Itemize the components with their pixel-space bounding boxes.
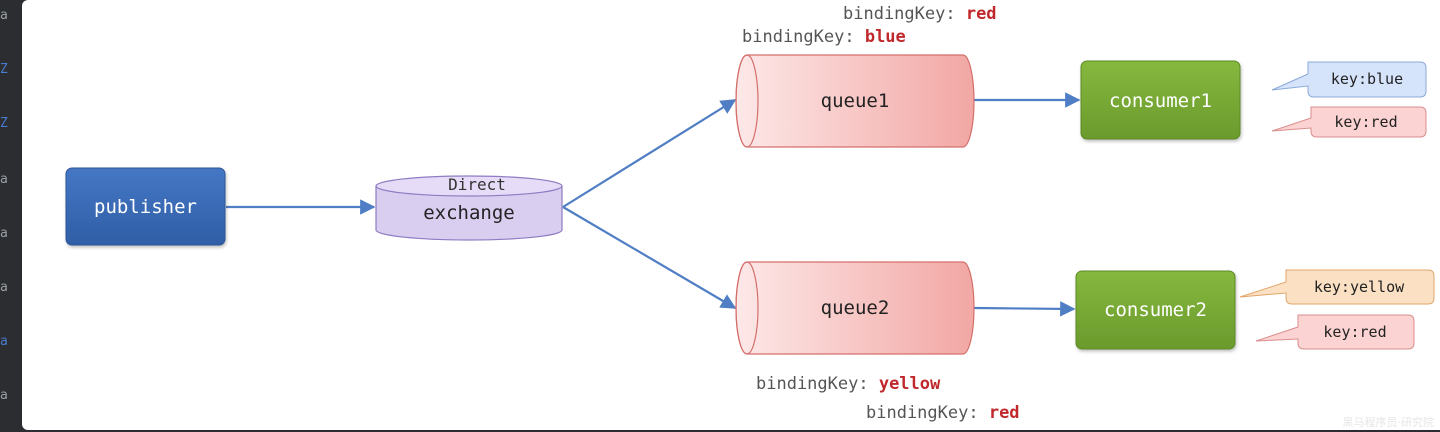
message-callout-blue: key:blue — [1271, 61, 1427, 98]
consumer2-node: consumer2 — [1075, 270, 1236, 350]
strip-char: Z — [0, 62, 8, 77]
binding-key-prefix: bindingKey: — [866, 403, 989, 423]
binding-key-value: yellow — [879, 374, 941, 394]
message-key-label: key:red — [1334, 113, 1397, 131]
binding-key-label: bindingKey: blue — [742, 27, 906, 47]
binding-key-prefix: bindingKey: — [756, 374, 879, 394]
exchange-type-label: Direct — [448, 175, 506, 194]
binding-key-value: blue — [865, 27, 906, 47]
watermark: 黑马程序员·研究院 — [1343, 415, 1435, 429]
connection-arrows — [226, 92, 1081, 317]
consumer1-label: consumer1 — [1109, 90, 1212, 112]
strip-char: a — [0, 388, 8, 403]
strip-char: a — [0, 172, 8, 187]
binding-key-value: red — [966, 4, 997, 24]
strip-char: a — [0, 280, 8, 295]
message-key-label: key:blue — [1331, 70, 1403, 88]
left-window-strip: a Z Z a a a a a — [0, 0, 22, 432]
message-callout-red: key:red — [1271, 106, 1427, 138]
binding-key-prefix: bindingKey: — [843, 4, 966, 24]
strip-char: a — [0, 226, 8, 241]
message-key-label: key:red — [1323, 323, 1386, 341]
queue1-label: queue1 — [821, 90, 890, 112]
binding-key-value: red — [989, 403, 1020, 423]
consumer2-label: consumer2 — [1104, 299, 1207, 321]
arrow-queue2-to-consumer2 — [973, 301, 1076, 317]
consumer1-node: consumer1 — [1080, 60, 1241, 140]
publisher-label: publisher — [94, 196, 197, 218]
arrow-exchange-to-queue2 — [562, 206, 737, 309]
binding-key-label: bindingKey: red — [866, 403, 1020, 423]
strip-char: a — [0, 8, 8, 23]
message-callout-red: key:red — [1255, 314, 1415, 350]
strip-char: Z — [0, 116, 8, 131]
binding-key-prefix: bindingKey: — [742, 27, 865, 47]
queue1-node: queue1 — [735, 54, 975, 148]
queue2-node: queue2 — [735, 261, 975, 355]
binding-key-label: bindingKey: yellow — [756, 374, 941, 394]
exchange-node: Direct exchange — [375, 175, 563, 241]
binding-key-label: bindingKey: red — [843, 4, 997, 24]
arrow-exchange-to-queue1 — [562, 99, 737, 208]
binding-keys: bindingKey: red bindingKey: blue binding… — [742, 4, 1020, 423]
message-callout-yellow: key:yellow — [1239, 269, 1435, 305]
queue2-label: queue2 — [821, 297, 890, 319]
strip-char: a — [0, 334, 8, 349]
message-callouts: key:blue key:red key:yellow key:red — [1239, 61, 1435, 350]
exchange-label: exchange — [423, 202, 515, 224]
message-key-label: key:yellow — [1314, 278, 1405, 296]
publisher-node: publisher — [65, 167, 226, 246]
